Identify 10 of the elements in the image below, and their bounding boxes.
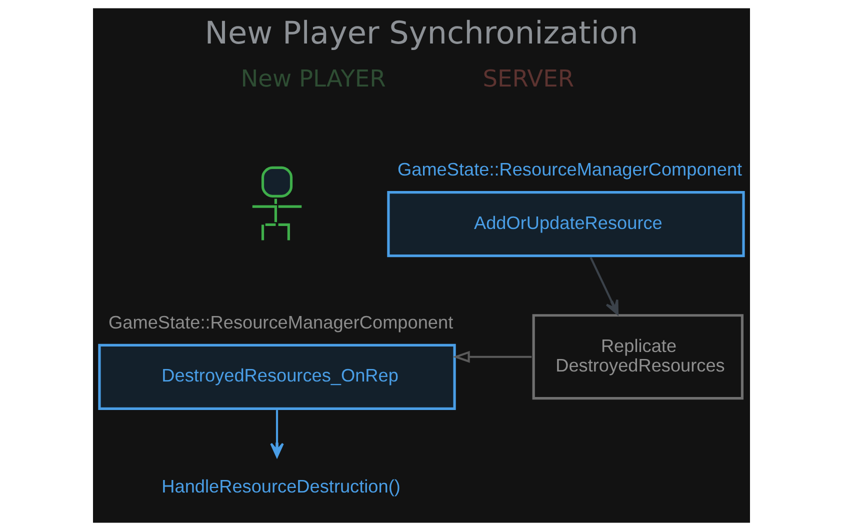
arrow xyxy=(270,410,284,458)
arrow xyxy=(452,350,532,363)
arrow xyxy=(589,256,618,315)
node-label: GameState::ResourceManagerComponent xyxy=(397,160,742,180)
node-box: Replicate DestroyedResources xyxy=(532,314,744,400)
diagram-title: New Player Synchronization xyxy=(204,16,638,52)
node-text: HandleResourceDestruction() xyxy=(161,476,400,497)
node-label: GameState::ResourceManagerComponent xyxy=(108,312,453,333)
label: New PLAYER xyxy=(240,66,386,93)
label: SERVER xyxy=(482,66,574,93)
